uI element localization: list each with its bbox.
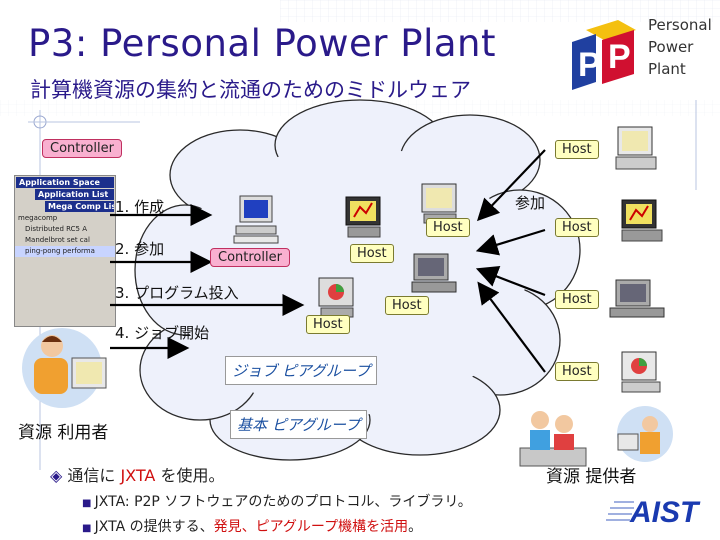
provider-group-icon [519, 411, 587, 467]
diamond-bullet-icon: ◈ [50, 466, 68, 485]
step-submit-program: 3. プログラム投入 [115, 284, 239, 302]
user-illustration-icon [22, 328, 107, 408]
resource-provider-label: 資源 提供者 [546, 467, 637, 487]
bullet-sub-1: ■ JXTA: P2P ソフトウェアのためのプロトコル、ライブラリ。 [82, 491, 472, 511]
app-list-item[interactable]: megacomp [18, 214, 58, 222]
app-list-item[interactable]: Mandelbrot set cal [25, 236, 90, 244]
host-computer-icon [609, 279, 665, 318]
svg-text:P: P [608, 38, 631, 76]
controller-label-cloud[interactable]: Controller [210, 248, 290, 267]
host-label-cloud-2[interactable]: Host [426, 218, 470, 237]
square-bullet-icon: ■ [82, 498, 95, 509]
bullet-main-prefix: 通信に [67, 466, 121, 485]
app-window-bar-list: Application List [35, 189, 114, 200]
jxta-highlight: JXTA [120, 466, 156, 485]
host-computer-icon [615, 126, 657, 170]
brand-line-1: Personal [648, 16, 712, 34]
bullet-main: ◈ 通信に JXTA を使用。 [50, 462, 472, 486]
bullet-sub-2: ■ JXTA の提供する、発見、ピアグループ機構を活用。 [82, 516, 472, 536]
join-label: 参加 [515, 194, 546, 212]
app-window-bar-mega: Mega Comp List [45, 201, 114, 212]
p3-logo-icon: P P [572, 20, 636, 90]
aist-logo-text: AIST [630, 496, 699, 529]
svg-text:P: P [578, 46, 601, 84]
bullet-sub-2-suffix: 。 [408, 519, 423, 535]
bullet-sub-2-prefix: JXTA の提供する、 [94, 519, 214, 535]
host-label-cloud-1[interactable]: Host [350, 244, 394, 263]
host-label-ext-4[interactable]: Host [555, 362, 599, 381]
step-create: 1. 作成 [115, 198, 165, 216]
bullet-sub-1-text: JXTA: P2P ソフトウェアのためのプロトコル、ライブラリ。 [94, 494, 472, 510]
controller-computer-icon [233, 195, 279, 244]
host-label-cloud-3[interactable]: Host [385, 296, 429, 315]
host-label-cloud-4[interactable]: Host [306, 315, 350, 334]
app-window-bar-space: Application Space [16, 177, 114, 188]
brand-text: Personal Power Plant [648, 14, 712, 80]
bullet-main-suffix: を使用。 [155, 466, 225, 485]
step-start-job: 4. ジョブ開始 [115, 324, 210, 342]
bullet-sub-2-highlight: 発見、ピアグループ機構を活用 [213, 519, 409, 535]
page-title: P3: Personal Power Plant [28, 22, 496, 65]
host-computer-icon [345, 196, 381, 238]
host-computer-icon [318, 277, 354, 318]
bullet-list: ◈ 通信に JXTA を使用。 ■ JXTA: P2P ソフトウェアのためのプロ… [50, 462, 472, 536]
page-subtitle: 計算機資源の集約と流通のためのミドルウェア [30, 78, 471, 102]
app-list-item[interactable]: Distributed RC5 A [25, 225, 88, 233]
brand-line-2: Power [648, 38, 694, 56]
controller-label-user[interactable]: Controller [42, 139, 122, 158]
application-window: Application Space Application List Mega … [14, 175, 116, 327]
host-label-ext-1[interactable]: Host [555, 140, 599, 159]
step-join: 2. 参加 [115, 240, 165, 258]
brand-line-3: Plant [648, 60, 686, 78]
job-peer-group-label: ジョブ ピアグループ [225, 356, 378, 385]
aist-logo: AIST [604, 494, 716, 536]
host-computer-icon [411, 253, 457, 293]
host-label-ext-3[interactable]: Host [555, 290, 599, 309]
host-computer-icon [621, 351, 661, 393]
host-computer-icon [621, 199, 663, 242]
provider-person-icon [617, 406, 673, 462]
square-bullet-icon: ■ [82, 523, 95, 534]
host-label-ext-2[interactable]: Host [555, 218, 599, 237]
base-peer-group-label: 基本 ピアグループ [230, 410, 368, 439]
resource-consumer-label: 資源 利用者 [18, 423, 109, 443]
aist-logo-icon [606, 501, 634, 521]
app-list-item[interactable]: ping-pong performa [15, 246, 115, 257]
